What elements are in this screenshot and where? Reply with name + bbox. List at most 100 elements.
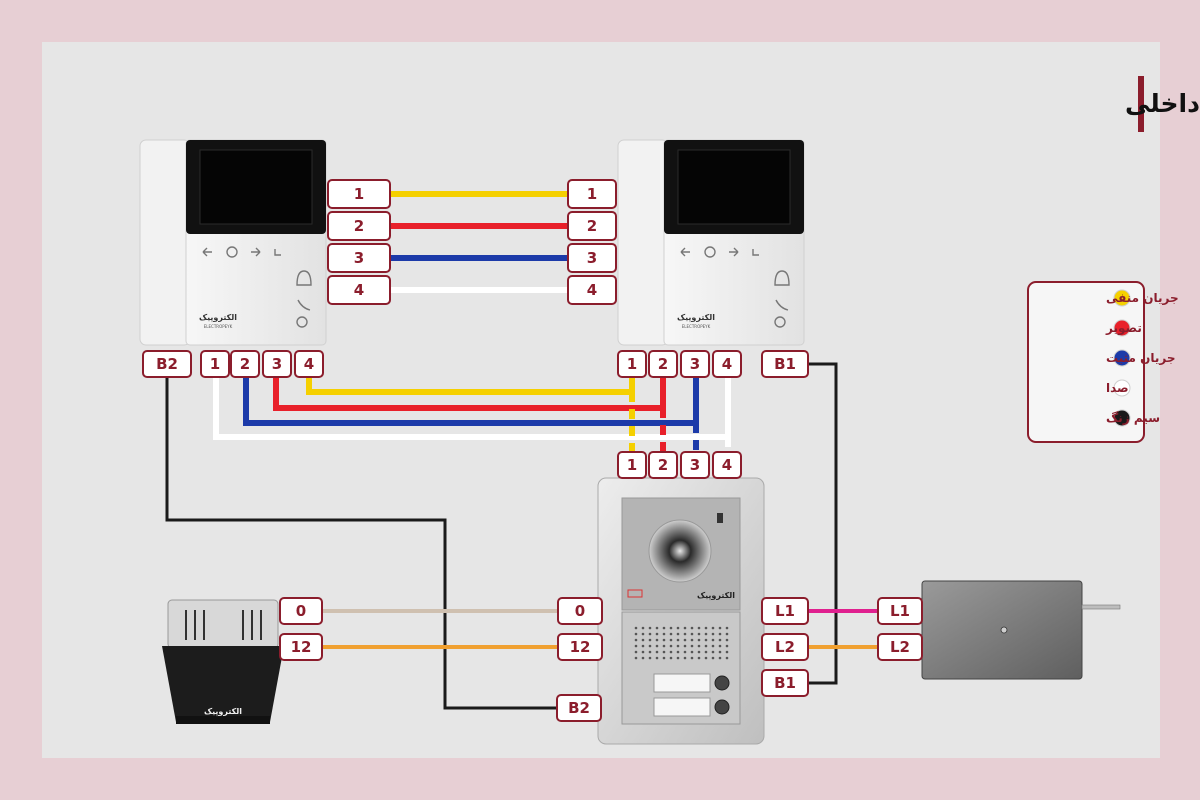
circle-icon [296, 316, 308, 328]
door-panel-terminal-0-text: 0 [575, 602, 585, 620]
phone-icon [775, 299, 789, 311]
legend-item-3: جریان مثبت [1106, 349, 1175, 367]
monitor-right-side-terminal-3-text: 3 [587, 249, 597, 267]
speaker-hole [676, 644, 680, 648]
speaker-hole [725, 644, 729, 648]
speaker-hole [669, 656, 673, 660]
monitor-left-terminal-4: 4 [294, 350, 324, 378]
speaker-hole [641, 626, 645, 630]
speaker-hole [690, 626, 694, 630]
door-panel-speaker [634, 626, 729, 660]
arrow-left-icon [680, 247, 690, 257]
speaker-hole [641, 632, 645, 636]
speaker-hole [711, 638, 715, 642]
electric-lock [921, 580, 1121, 680]
speaker-hole [718, 626, 722, 630]
speaker-hole [655, 638, 659, 642]
monitor-right-side-terminal-1-text: 1 [587, 185, 597, 203]
door-panel-terminal-L2-text: L2 [775, 638, 795, 656]
monitor-left-terminal-2: 2 [230, 350, 260, 378]
phone-icon [297, 299, 311, 311]
speaker-hole [662, 650, 666, 654]
speaker-hole [662, 644, 666, 648]
speaker-hole [676, 626, 680, 630]
monitor-left-terminal-2-text: 2 [240, 355, 250, 373]
monitor-left-handset [139, 139, 191, 346]
door-panel-nameplate-2 [653, 697, 711, 717]
monitor-left-terminal-3-text: 3 [272, 355, 282, 373]
door-panel-terminal-4: 4 [712, 451, 742, 479]
wires [165, 191, 878, 710]
monitor-right-side-terminal-2: 2 [567, 211, 617, 241]
monitor-left-side-terminal-2-text: 2 [354, 217, 364, 235]
bell-icon [774, 270, 790, 286]
legend-item-1: جریان منفی [1106, 289, 1179, 307]
monitor-left-side-terminal-4-text: 4 [354, 281, 364, 299]
speaker-hole [711, 650, 715, 654]
power-supply-body [162, 646, 284, 722]
wire-bus-2 [273, 377, 666, 411]
speaker-hole [634, 638, 638, 642]
door-panel-brand: الکتروپیک [697, 591, 735, 600]
speaker-hole [718, 656, 722, 660]
monitor-right-screen [677, 149, 791, 225]
door-panel-terminal-L1: L1 [761, 597, 809, 625]
legend-item-5: سیم زنگ [1106, 409, 1160, 427]
door-panel-terminal-2: 2 [648, 451, 678, 479]
speaker-hole [697, 644, 701, 648]
monitor-left-terminal-4-text: 4 [304, 355, 314, 373]
legend-swatch [1113, 409, 1131, 427]
door-panel-camera [648, 519, 712, 583]
speaker-hole [669, 650, 673, 654]
monitor-right-terminal-B1-text: B1 [774, 355, 796, 373]
speaker-hole [634, 656, 638, 660]
door-panel-terminal-B2-text: B2 [568, 699, 590, 717]
door-panel-terminal-B1-text: B1 [774, 674, 796, 692]
door-panel-led [627, 589, 643, 598]
speaker-hole [676, 650, 680, 654]
monitor-left-side-terminal-3: 3 [327, 243, 391, 273]
speaker-hole [648, 626, 652, 630]
door-panel-terminal-1: 1 [617, 451, 647, 479]
monitor-right-terminal-3-text: 3 [690, 355, 700, 373]
speaker-hole [690, 650, 694, 654]
wire-bell-B2 [165, 377, 557, 710]
monitor-right-terminal-B1: B1 [761, 350, 809, 378]
speaker-hole [690, 632, 694, 636]
speaker-hole [655, 656, 659, 660]
monitor-left-side-terminal-1-text: 1 [354, 185, 364, 203]
power-supply-terminal-0-text: 0 [296, 602, 306, 620]
page-title: نقشه سیم‌کشی آیفون تصویری الکتروپیک با س… [1125, 88, 1200, 119]
monitor-left-brand: الکتروپیک [199, 313, 237, 322]
speaker-hole [669, 632, 673, 636]
monitor-right-controls [680, 246, 790, 328]
speaker-hole [655, 644, 659, 648]
power-supply-vents [185, 610, 262, 640]
door-panel-terminal-1-text: 1 [627, 456, 637, 474]
power-supply-brand: الکتروپیک [204, 707, 242, 716]
key-icon [274, 249, 281, 256]
call-button-2[interactable] [714, 699, 730, 715]
power-supply-terminal-12: 12 [279, 633, 323, 661]
door-panel-nameplate-1 [653, 673, 711, 693]
monitor-right-terminal-1-text: 1 [627, 355, 637, 373]
speaker-hole [662, 626, 666, 630]
monitor-right-terminal-2-text: 2 [658, 355, 668, 373]
arrow-right-icon [251, 247, 261, 257]
door-panel-terminal-2-text: 2 [658, 456, 668, 474]
speaker-hole [711, 632, 715, 636]
call-button-1[interactable] [714, 675, 730, 691]
speaker-hole [704, 638, 708, 642]
monitor-right-side-terminal-3: 3 [567, 243, 617, 273]
speaker-hole [648, 644, 652, 648]
speaker-hole [634, 632, 638, 636]
door-panel-terminal-3: 3 [680, 451, 710, 479]
circle-icon [774, 316, 786, 328]
lock-screw [1000, 626, 1008, 634]
speaker-hole [690, 656, 694, 660]
wire-bus-4 [213, 377, 731, 440]
monitor-left-terminal-3: 3 [262, 350, 292, 378]
speaker-hole [725, 626, 729, 630]
